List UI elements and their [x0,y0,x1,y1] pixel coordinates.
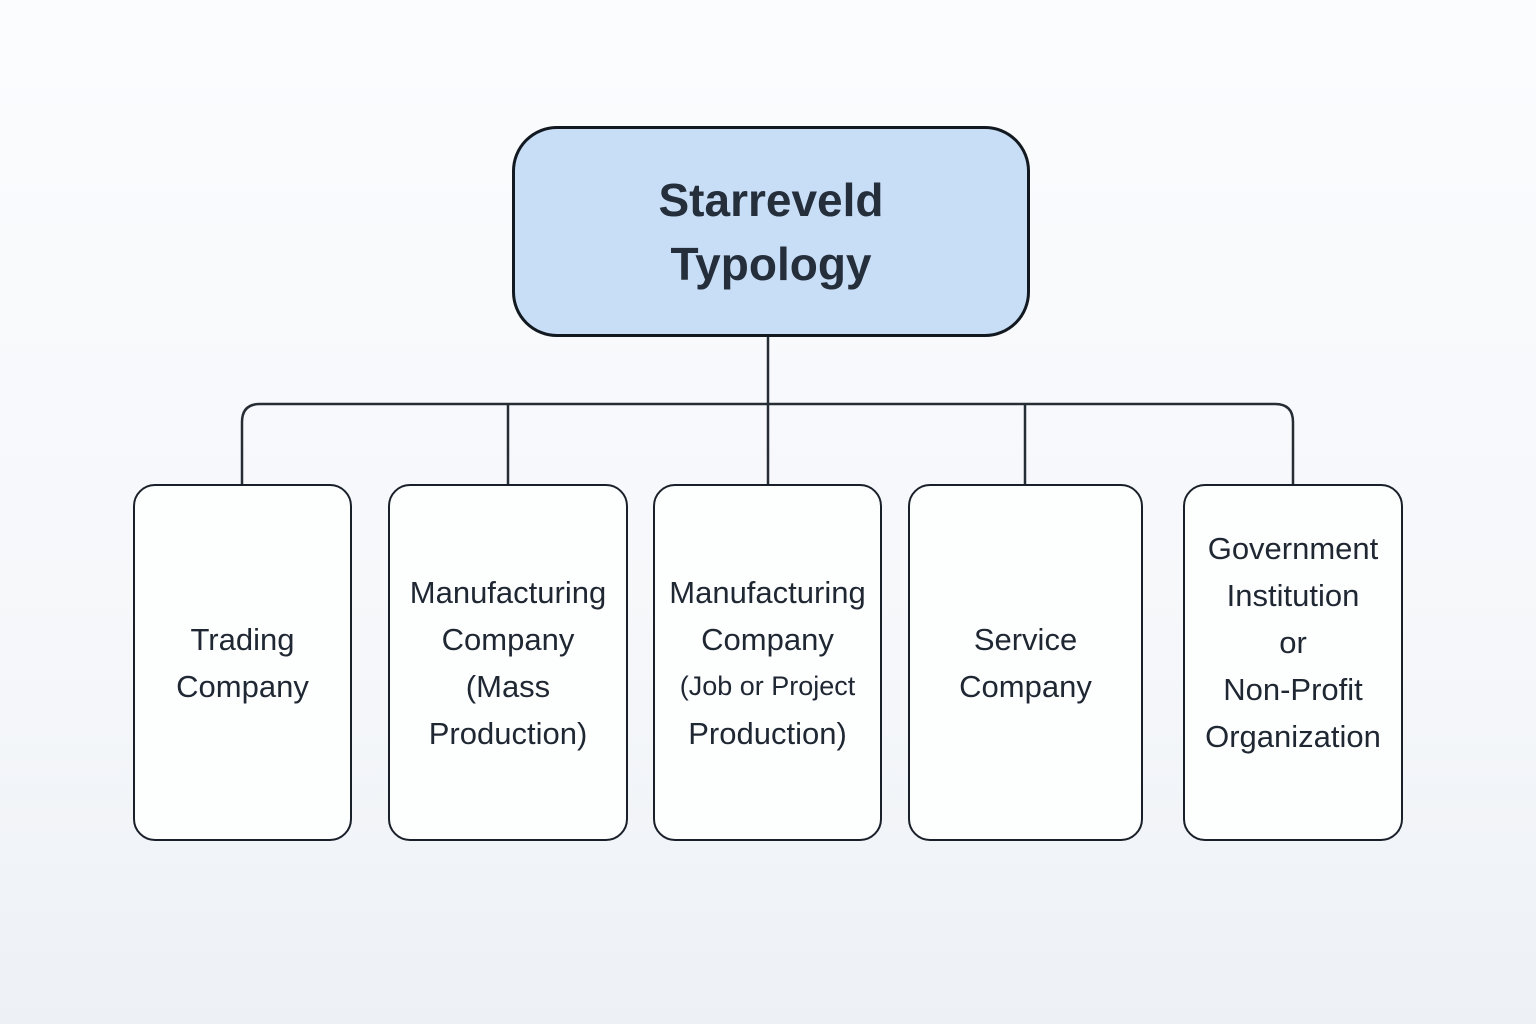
node-label-line: Institution [1226,578,1360,613]
node-label: Service Company [910,616,1141,710]
node-label-line: (Mass [465,668,551,704]
node-manufacturing-job-project-production: Manufacturing Company (Job or Project Pr… [653,484,882,841]
node-manufacturing-mass-production: Manufacturing Company (Mass Production) [388,484,628,841]
node-label-line: Starreveld [658,173,884,226]
node-label-line: Manufacturing [409,574,607,610]
node-label: Manufacturing Company (Job or Project Pr… [655,569,880,757]
node-label-line: Company [959,668,1092,704]
node-label: Manufacturing Company (Mass Production) [390,569,626,757]
node-starreveld-typology: Starreveld Typology [512,126,1030,337]
node-service-company: Service Company [908,484,1143,841]
node-label-line: Production) [688,715,847,751]
node-label-line: Service [973,621,1078,657]
node-label-line: Company [176,668,309,704]
node-label-line: Trading [190,621,295,657]
node-label-line: Manufacturing [669,574,866,610]
node-label: Government Institution or Non-Profit Org… [1185,525,1401,760]
node-label-line: Company [701,621,834,657]
node-label-line: Company [441,621,575,657]
connector-horizontal-rail [240,402,1295,484]
node-label-line: Typology [670,237,872,290]
node-label-line: Non-Profit [1223,672,1363,707]
node-label: Starreveld Typology [515,168,1027,296]
node-label-line: Government [1207,531,1379,566]
node-label-line: or [1279,625,1307,660]
node-label-line: Production) [428,715,588,751]
node-label-line: Organization [1205,719,1381,754]
node-label-line: (Job or Project [679,670,856,701]
node-trading-company: Trading Company [133,484,352,841]
node-government-or-nonprofit: Government Institution or Non-Profit Org… [1183,484,1403,841]
node-label: Trading Company [135,616,350,710]
